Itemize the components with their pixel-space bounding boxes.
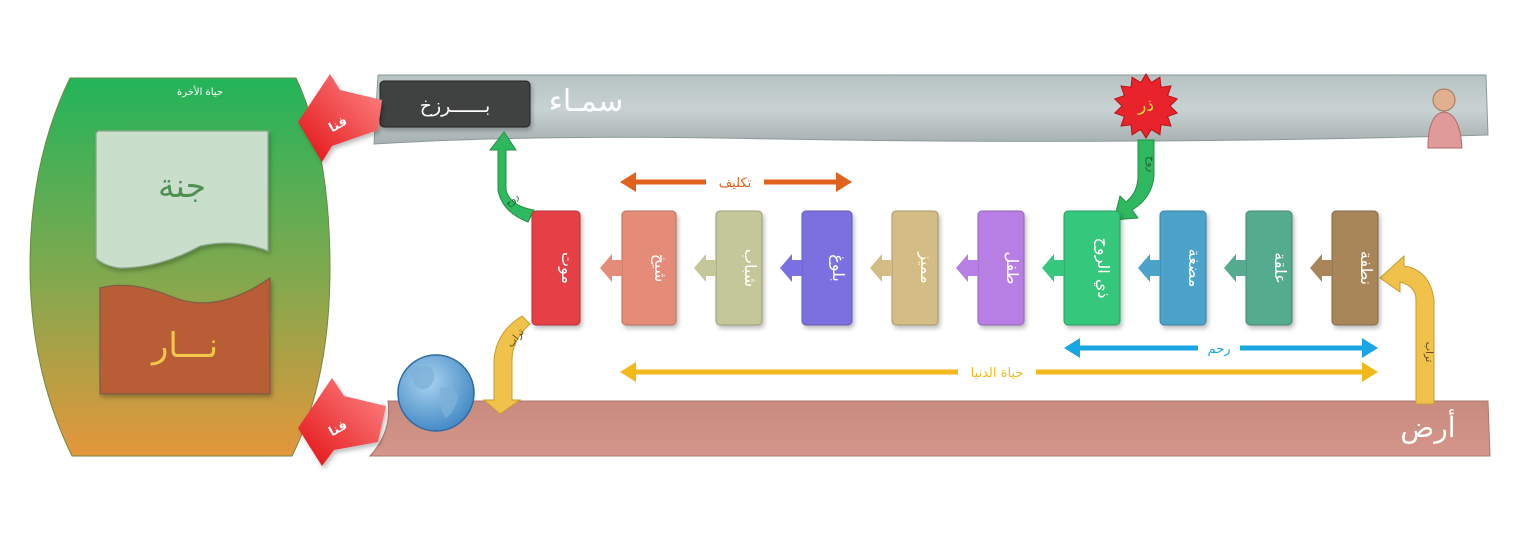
paradise-box: جنة bbox=[95, 130, 269, 269]
ruh-up-arrow: روح bbox=[488, 131, 535, 223]
turab-out-arrow: تراب bbox=[482, 315, 531, 415]
stage-card: نطفة bbox=[1310, 210, 1379, 326]
stage-label: موت bbox=[557, 252, 577, 284]
fana-arrow-top: فنا bbox=[298, 74, 382, 162]
person-icon bbox=[1427, 88, 1463, 149]
dunya-label: حياة الدنيا bbox=[971, 366, 1024, 381]
stage-label: مضغة bbox=[1185, 249, 1204, 288]
stage-card: ذي الروح bbox=[1042, 210, 1121, 326]
rahm-span: رحم bbox=[1064, 338, 1378, 358]
turab-in-arrow: تراب bbox=[1379, 254, 1435, 405]
stage-arrow bbox=[780, 254, 802, 282]
stage-card: علقة bbox=[1224, 210, 1293, 326]
stage-label: شيخ bbox=[650, 254, 670, 283]
stage-arrow bbox=[1310, 254, 1332, 282]
stage-card: موت bbox=[531, 210, 581, 326]
stage-arrow bbox=[1224, 254, 1246, 282]
stage-label: علقة bbox=[1271, 252, 1290, 284]
fana-arrow-bottom: فنا bbox=[298, 378, 386, 466]
stage-card: شباب bbox=[694, 210, 763, 326]
stage-label: نطفة bbox=[1357, 251, 1376, 285]
stage-arrow bbox=[1042, 254, 1064, 282]
dharr-label: ذر bbox=[1137, 96, 1154, 116]
stage-card: شيخ bbox=[600, 210, 677, 326]
taklif-span: تكليف bbox=[620, 172, 852, 192]
stages: نطفة علقة مضغة ذي الروح طفل مميز بلوغ شباب شيخ مو… bbox=[531, 210, 1379, 326]
stage-card: بلوغ bbox=[780, 210, 853, 326]
ruh-down-arrow: روح bbox=[1113, 139, 1156, 221]
stage-card: طفل bbox=[956, 210, 1025, 326]
taklif-label: تكليف bbox=[719, 176, 752, 191]
stage-label: مميز bbox=[916, 251, 936, 283]
stage-card: مضغة bbox=[1138, 210, 1207, 326]
barzakh-box: بــــــرزخ bbox=[379, 80, 531, 128]
stage-arrow bbox=[956, 254, 978, 282]
earth-band: أرض bbox=[368, 400, 1491, 457]
afterlife-title: حياة الأخرة bbox=[177, 85, 223, 98]
stage-arrow bbox=[870, 254, 892, 282]
stage-label: شباب bbox=[741, 249, 760, 287]
turab-in-label: تراب bbox=[1423, 342, 1434, 363]
barzakh-label: بــــــرزخ bbox=[420, 95, 491, 117]
stage-arrow bbox=[694, 254, 716, 282]
sky-band: سمـاء بــــــرزخ ذر bbox=[373, 73, 1489, 149]
sky-label: سمـاء bbox=[549, 84, 624, 119]
stage-label: ذي الروح bbox=[1093, 238, 1113, 299]
stage-arrow bbox=[1138, 254, 1160, 282]
stage-label: طفل bbox=[1003, 252, 1022, 285]
stage-label: بلوغ bbox=[828, 254, 848, 282]
earth-label: أرض bbox=[1400, 408, 1455, 444]
globe-icon bbox=[397, 354, 475, 432]
dunya-span: حياة الدنيا bbox=[620, 362, 1378, 382]
dharr-badge: ذر bbox=[1113, 73, 1179, 139]
stage-card: مميز bbox=[870, 210, 939, 326]
stage-arrow bbox=[600, 254, 622, 282]
paradise-label: جنة bbox=[158, 166, 206, 205]
hellfire-box: نـــار bbox=[99, 276, 271, 395]
ruh-down-label: روح bbox=[1145, 156, 1156, 172]
afterlife-panel: حياة الأخرة جنة نـــار bbox=[29, 77, 331, 457]
hellfire-label: نـــار bbox=[150, 326, 218, 366]
rahm-label: رحم bbox=[1208, 342, 1231, 357]
